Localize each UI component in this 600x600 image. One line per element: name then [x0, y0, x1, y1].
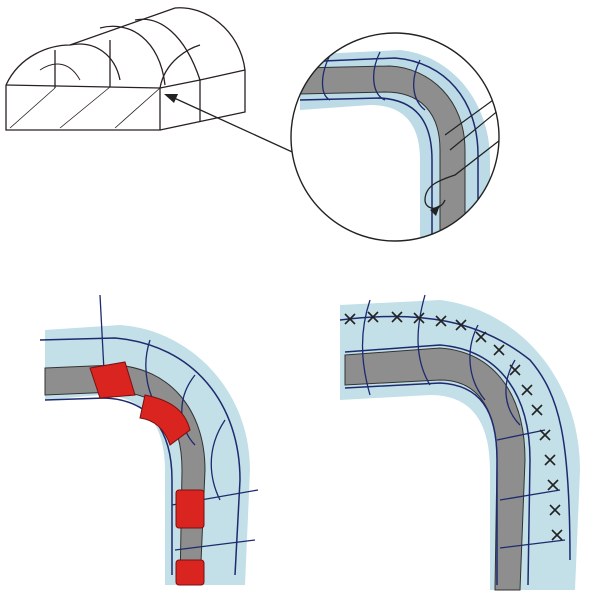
detail-magnified — [290, 32, 500, 242]
red-clips — [89, 361, 205, 586]
stitch-fastening — [339, 294, 580, 591]
x-stitches — [344, 311, 563, 541]
clip-fastening — [39, 294, 259, 586]
greenhouse-tunnel — [5, 7, 246, 131]
